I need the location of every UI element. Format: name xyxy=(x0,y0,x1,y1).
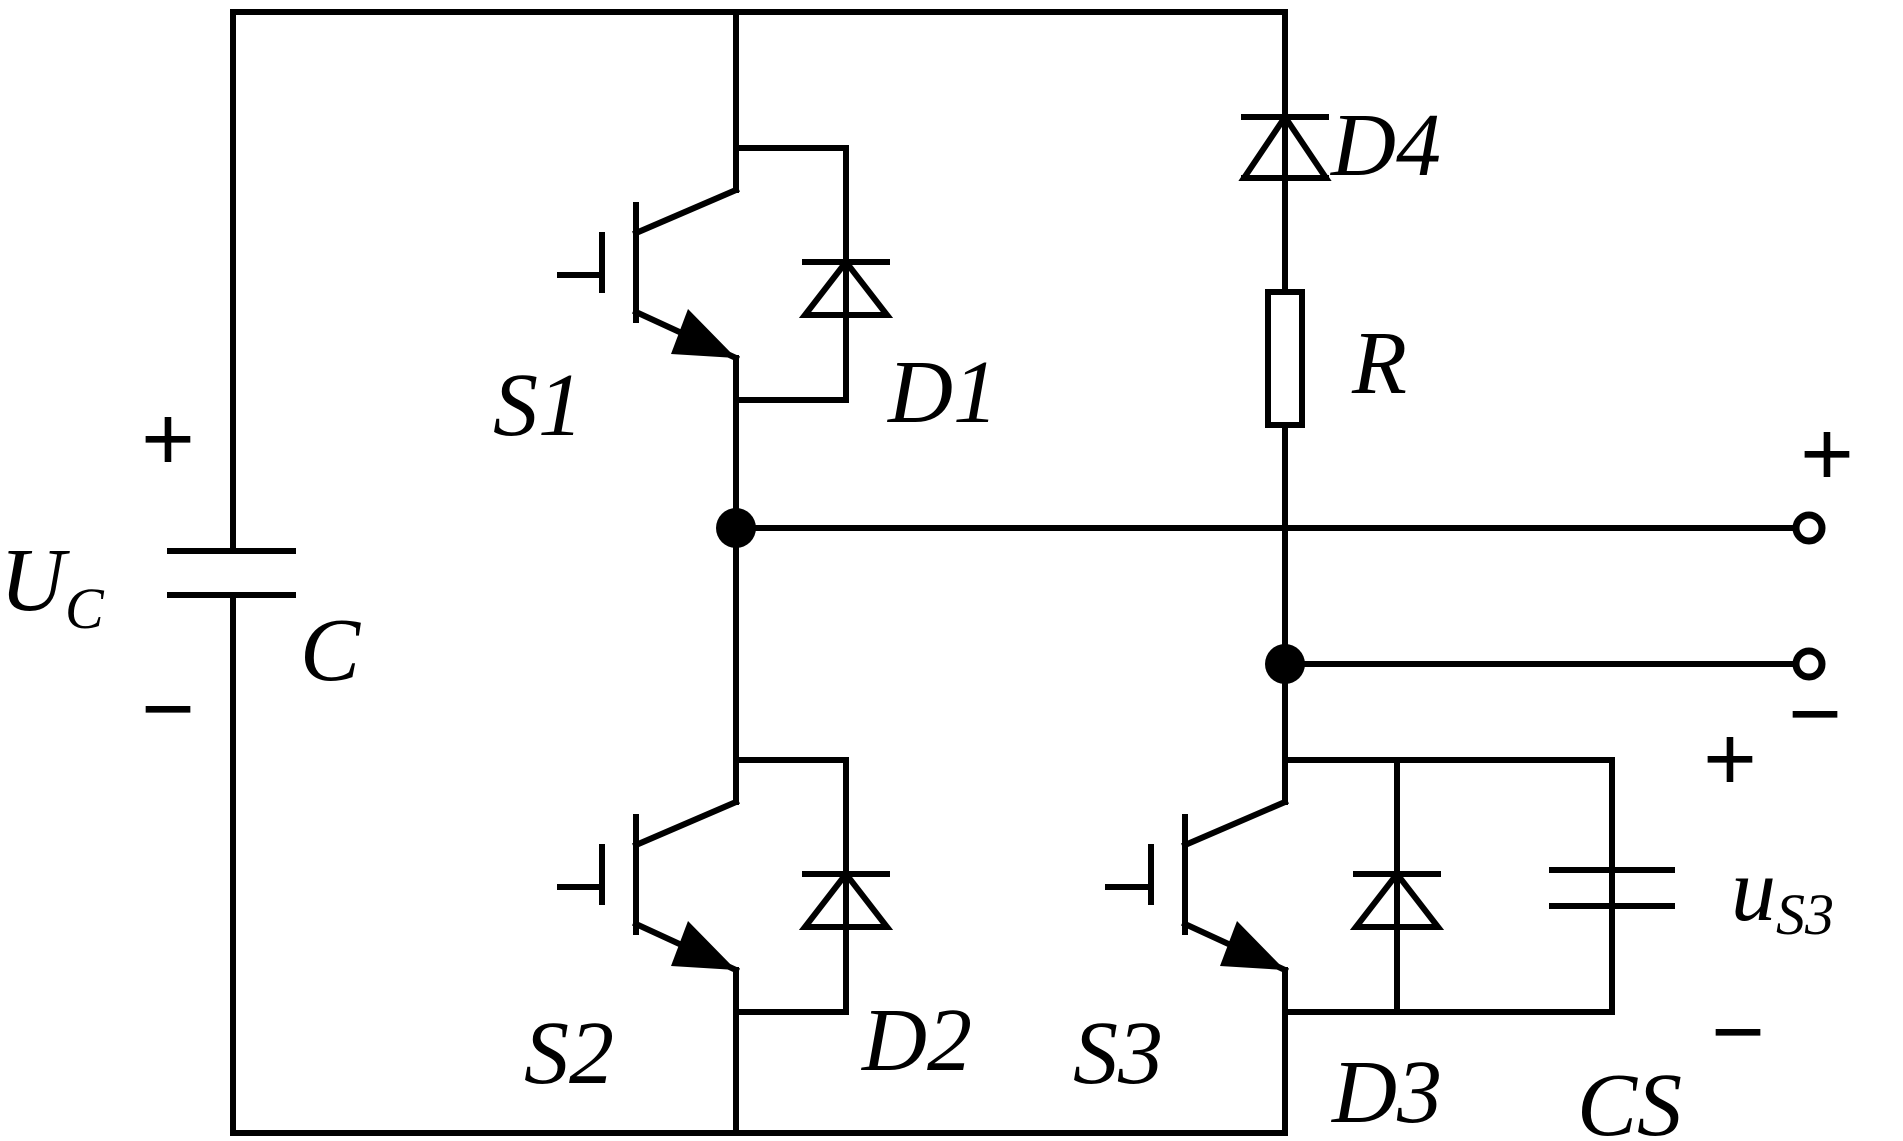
label-s3: S3 xyxy=(1073,1004,1163,1103)
resistor-r xyxy=(1268,292,1302,425)
igbt-s1-emitter-arrow xyxy=(671,309,736,358)
capacitor-c xyxy=(170,551,293,595)
sign-uc-plus: + xyxy=(141,388,195,490)
label-cs: CS xyxy=(1577,1056,1682,1141)
label-us3: uS3 xyxy=(1731,841,1834,947)
d2-loop-wire xyxy=(736,760,846,1012)
sign-us3-minus: − xyxy=(1711,981,1765,1083)
igbt-s2-collector xyxy=(636,802,736,845)
label-s2: S2 xyxy=(524,1004,614,1103)
junction-dot-right xyxy=(1265,644,1305,684)
label-s1: S1 xyxy=(493,356,583,455)
igbt-s2 xyxy=(560,760,736,970)
polarity-signs: + − + − + − xyxy=(141,388,1854,1083)
output-terminal-plus xyxy=(1796,515,1822,541)
sign-uc-minus: − xyxy=(141,658,195,760)
label-d4: D4 xyxy=(1329,96,1441,195)
sign-output-minus: − xyxy=(1788,663,1842,765)
igbt-s1-collector xyxy=(636,190,736,233)
sign-output-plus: + xyxy=(1800,403,1854,505)
output-wires xyxy=(716,508,1822,684)
outer-frame-wires xyxy=(233,12,1285,1133)
label-d1: D1 xyxy=(886,343,998,442)
label-c: C xyxy=(300,601,361,700)
sign-us3-plus: + xyxy=(1703,708,1757,810)
igbt-s1 xyxy=(560,190,736,358)
label-d2: D2 xyxy=(860,991,972,1090)
igbt-s3-collector xyxy=(1185,802,1285,845)
d1-loop-wire xyxy=(736,148,846,400)
igbt-s3-emitter-arrow xyxy=(1220,921,1285,970)
igbt-s2-emitter-arrow xyxy=(671,921,736,970)
d3-cs-loop-wire xyxy=(1285,760,1612,1012)
junction-dot-left xyxy=(716,508,756,548)
left-leg xyxy=(736,12,846,1133)
label-d3: D3 xyxy=(1330,1043,1442,1141)
resistor-r-body xyxy=(1268,292,1302,425)
igbt-s3 xyxy=(1108,802,1285,970)
label-uc: UC xyxy=(0,531,105,641)
component-labels: UC C S1 D1 S2 D2 S3 D3 CS D4 R uS3 xyxy=(0,96,1834,1141)
label-r: R xyxy=(1351,314,1407,413)
